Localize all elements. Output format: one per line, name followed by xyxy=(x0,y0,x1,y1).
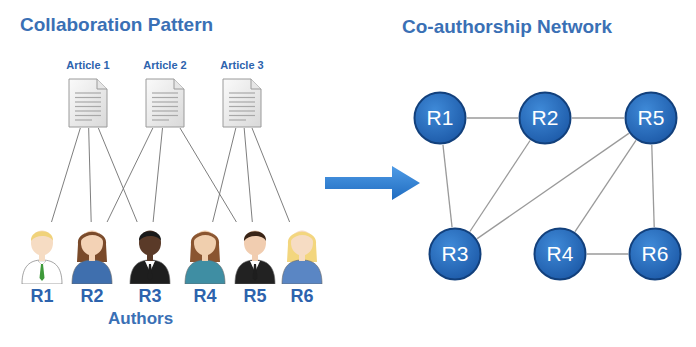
article-label: Article 1 xyxy=(66,59,109,71)
author-label: R2 xyxy=(80,286,103,307)
network-node: R4 xyxy=(533,227,587,281)
network-node: R5 xyxy=(624,91,678,145)
document-icon xyxy=(222,78,262,128)
authorship-line xyxy=(213,128,236,222)
authorship-line xyxy=(89,128,92,222)
authorship-line xyxy=(98,128,137,222)
coauthor-edge xyxy=(467,117,518,118)
network-node: R2 xyxy=(518,91,572,145)
author-figure xyxy=(233,222,277,284)
author-node: R2 xyxy=(70,222,114,284)
node-label: R5 xyxy=(624,91,678,145)
coauthor-edge xyxy=(575,140,636,231)
author-node: R4 xyxy=(183,222,227,284)
author-label: R4 xyxy=(193,286,216,307)
article-node: Article 3 xyxy=(222,78,262,128)
arrow-shape xyxy=(325,166,420,200)
node-label: R4 xyxy=(533,227,587,281)
author-node: R3 xyxy=(128,222,172,284)
authorship-line xyxy=(52,128,81,222)
authorship-line xyxy=(180,128,236,222)
authorship-line xyxy=(252,128,290,222)
network-node: R3 xyxy=(428,227,482,281)
author-node: R6 xyxy=(280,222,324,284)
author-node: R1 xyxy=(20,222,64,284)
author-figure xyxy=(70,222,114,284)
author-label: R5 xyxy=(243,286,266,307)
document-icon xyxy=(68,78,108,128)
author-label: R3 xyxy=(138,286,161,307)
document-icon xyxy=(145,78,185,128)
authorship-line xyxy=(153,128,162,222)
node-label: R1 xyxy=(413,91,467,145)
article-node: Article 2 xyxy=(145,78,185,128)
section-title: Collaboration Pattern xyxy=(20,14,213,36)
coauthor-edge xyxy=(572,117,624,118)
authorship-line xyxy=(107,128,153,222)
group-label: Authors xyxy=(108,309,173,329)
author-node: R5 xyxy=(233,222,277,284)
author-figure xyxy=(20,222,64,284)
network-node: R6 xyxy=(628,227,682,281)
node-label: R3 xyxy=(428,227,482,281)
section-title: Co-authorship Network xyxy=(402,16,612,38)
network-node: R1 xyxy=(413,91,467,145)
author-figure xyxy=(280,222,324,284)
coauthor-edge xyxy=(470,141,530,232)
authorship-line xyxy=(244,128,252,222)
coauthor-edge xyxy=(443,145,452,227)
coauthor-edge xyxy=(587,253,628,254)
author-figure xyxy=(128,222,172,284)
author-label: R6 xyxy=(290,286,313,307)
node-label: R6 xyxy=(628,227,682,281)
node-label: R2 xyxy=(518,91,572,145)
coauthor-edge xyxy=(652,145,654,227)
author-label: R1 xyxy=(30,286,53,307)
author-figure xyxy=(183,222,227,284)
article-label: Article 2 xyxy=(143,59,186,71)
article-label: Article 3 xyxy=(220,59,263,71)
article-node: Article 1 xyxy=(68,78,108,128)
